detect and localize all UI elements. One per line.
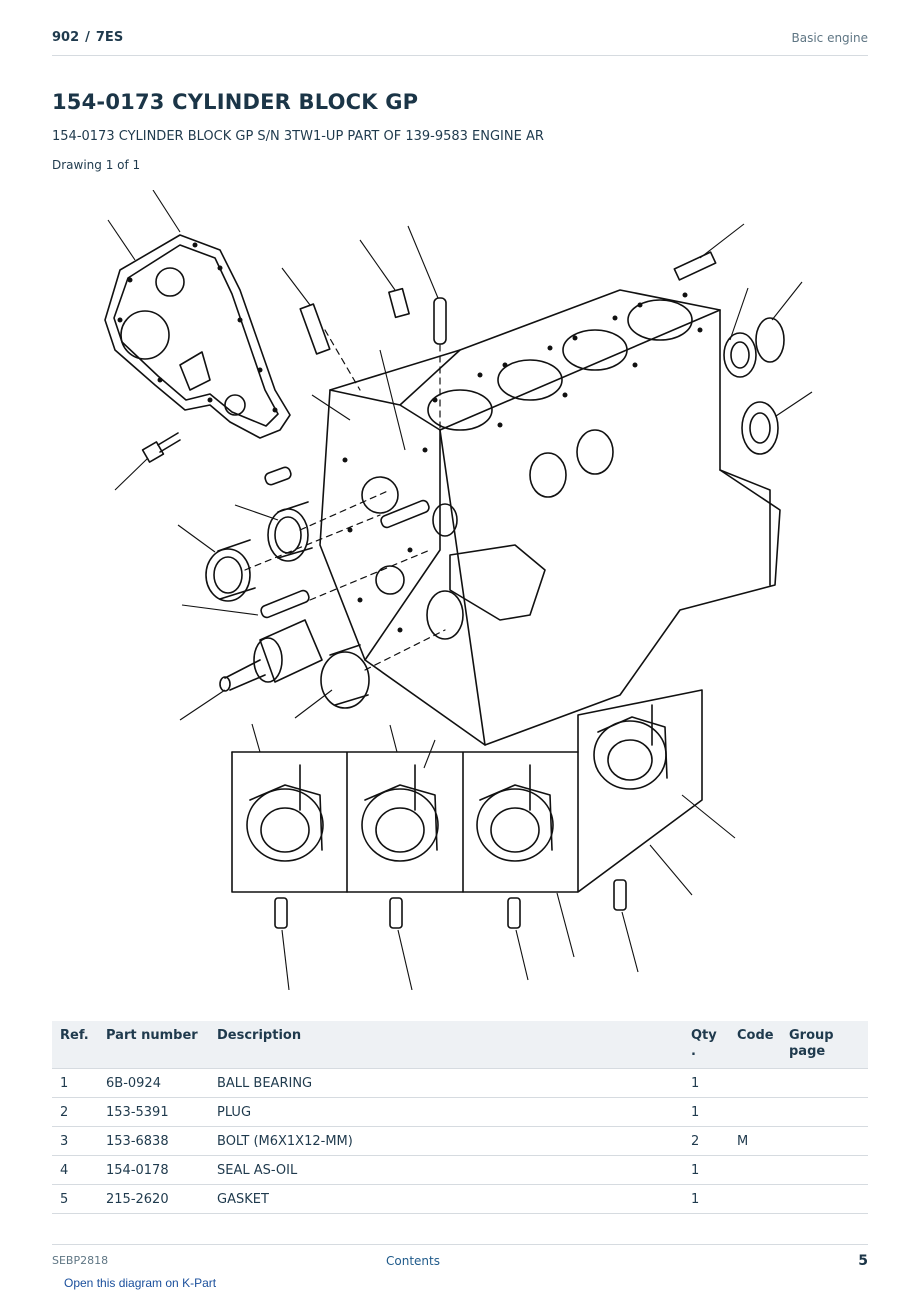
header-group-page: Group page	[781, 1021, 868, 1069]
cell-ref: 4	[52, 1155, 98, 1185]
main-bearing-bolt-part	[274, 879, 627, 929]
cell-code	[729, 1097, 781, 1127]
pin-part	[673, 251, 717, 281]
stud-part	[260, 499, 430, 619]
dowel-part	[264, 466, 292, 486]
page-title: 154-0173 CYLINDER BLOCK GP	[52, 90, 419, 114]
page-subtitle: 154-0173 CYLINDER BLOCK GP S/N 3TW1-UP P…	[52, 129, 544, 144]
table-row: 3 153-6838 BOLT (M6X1X12-MM) 2 M	[52, 1126, 868, 1156]
table-row: 4 154-0178 SEAL AS-OIL 1	[52, 1155, 868, 1185]
section-name: Basic engine	[791, 31, 868, 45]
document-id: SEBP2818	[52, 1254, 109, 1267]
shaft-part	[219, 619, 323, 692]
page-footer: SEBP2818 Contents 5	[52, 1244, 868, 1272]
header-description: Description	[209, 1021, 683, 1069]
table-header-row: Ref. Part number Description Qty . Code …	[52, 1021, 868, 1069]
cell-description: SEAL AS-OIL	[209, 1155, 683, 1185]
cell-ref: 1	[52, 1068, 98, 1098]
cell-qty: 1	[683, 1184, 729, 1214]
table-row: 2 153-5391 PLUG 1	[52, 1097, 868, 1127]
cell-part-number: 153-6838	[98, 1126, 209, 1156]
assembly-centerlines	[244, 329, 446, 671]
cell-description: BALL BEARING	[209, 1068, 683, 1098]
cylinder-block-part	[319, 289, 781, 746]
cell-qty: 1	[683, 1068, 729, 1098]
cell-group-page	[781, 1126, 868, 1156]
cell-code: M	[729, 1126, 781, 1156]
header-part-number: Part number	[98, 1021, 209, 1069]
header-qty: Qty .	[683, 1021, 729, 1069]
cell-part-number: 153-5391	[98, 1097, 209, 1127]
cell-code	[729, 1068, 781, 1098]
table-row: 1 6B-0924 BALL BEARING 1	[52, 1068, 868, 1098]
open-kpart-link[interactable]: Open this diagram on K-Part	[64, 1276, 217, 1290]
cell-code	[729, 1184, 781, 1214]
contents-link[interactable]: Contents	[386, 1254, 440, 1268]
cell-group-page	[781, 1068, 868, 1098]
cell-group-page	[781, 1155, 868, 1185]
bolt-part	[141, 432, 181, 463]
header-ref: Ref.	[52, 1021, 98, 1069]
breadcrumb-model: 902	[52, 30, 80, 45]
plug-part	[299, 287, 447, 355]
breadcrumb-variant: 7ES	[95, 30, 124, 45]
cell-part-number: 6B-0924	[98, 1068, 209, 1098]
cell-code	[729, 1155, 781, 1185]
drawing-caption: Drawing 1 of 1	[52, 158, 141, 172]
header-code: Code	[729, 1021, 781, 1069]
cell-ref: 2	[52, 1097, 98, 1127]
breadcrumb: 902 / 7ES	[52, 30, 123, 45]
breadcrumb-separator: /	[85, 30, 90, 45]
cell-description: PLUG	[209, 1097, 683, 1127]
cell-qty: 2	[683, 1126, 729, 1156]
bearing-part	[205, 501, 370, 709]
parts-table: Ref. Part number Description Qty . Code …	[52, 1021, 868, 1214]
cell-description: GASKET	[209, 1184, 683, 1214]
cell-qty: 1	[683, 1097, 729, 1127]
callout-leader-lines	[107, 190, 813, 990]
table-row: 5 215-2620 GASKET 1	[52, 1184, 868, 1214]
cell-ref: 5	[52, 1184, 98, 1214]
cell-part-number: 154-0178	[98, 1155, 209, 1185]
bearing-cap-panel	[231, 689, 703, 893]
cell-qty: 1	[683, 1155, 729, 1185]
page-number: 5	[858, 1253, 868, 1269]
cell-description: BOLT (M6X1X12-MM)	[209, 1126, 683, 1156]
exploded-parts-diagram	[104, 190, 813, 990]
seal-part	[723, 317, 785, 455]
page-header: 902 / 7ES Basic engine	[52, 28, 868, 56]
gear-cover-part	[104, 234, 291, 439]
cell-part-number: 215-2620	[98, 1184, 209, 1214]
cell-group-page	[781, 1097, 868, 1127]
cell-ref: 3	[52, 1126, 98, 1156]
cell-group-page	[781, 1184, 868, 1214]
